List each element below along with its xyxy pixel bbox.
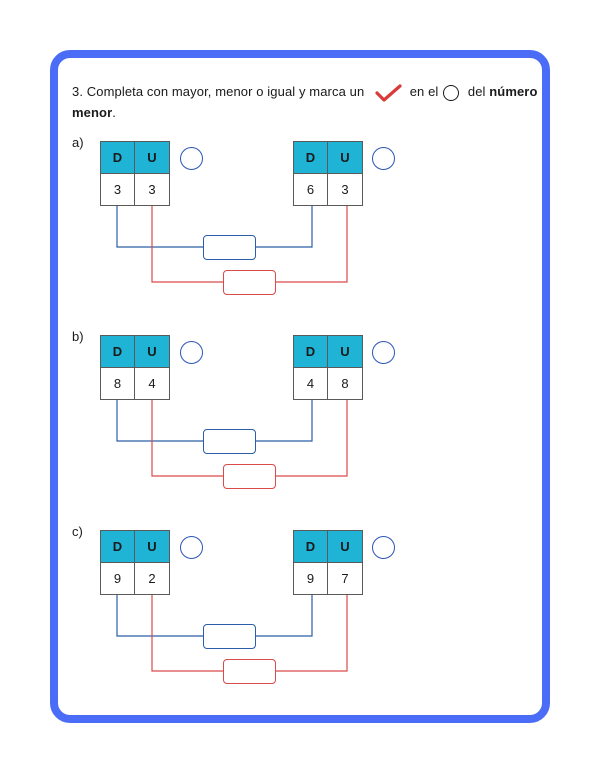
instruction-part-1: 3. Completa con mayor, menor o igual y m… <box>72 84 365 99</box>
instruction-end: . <box>112 104 116 120</box>
mark-circle-left[interactable] <box>180 147 203 170</box>
instruction-text: 3. Completa con mayor, menor o igual y m… <box>72 82 542 122</box>
units-digit: 2 <box>135 563 170 595</box>
units-digit: 3 <box>135 174 170 206</box>
exercise-label: c) <box>72 524 83 539</box>
tens-header: D <box>100 530 135 563</box>
tens-header: D <box>293 335 328 368</box>
mark-circle-right[interactable] <box>372 147 395 170</box>
tens-comparison-box[interactable] <box>203 235 256 260</box>
connector-lines <box>116 205 348 283</box>
units-header: U <box>135 141 170 174</box>
tens-comparison-box[interactable] <box>203 624 256 649</box>
instruction-part-3: del <box>467 84 486 99</box>
circle-icon <box>443 84 460 101</box>
tens-digit: 9 <box>100 563 135 595</box>
mark-circle-right[interactable] <box>372 341 395 364</box>
units-digit: 8 <box>328 368 363 400</box>
units-header: U <box>328 141 363 174</box>
units-comparison-box[interactable] <box>223 270 276 295</box>
units-digit: 3 <box>328 174 363 206</box>
exercise-label: a) <box>72 135 84 150</box>
tens-digit: 4 <box>293 368 328 400</box>
tens-header: D <box>293 141 328 174</box>
instruction-part-2: en el <box>409 84 439 99</box>
connector-lines <box>116 399 348 477</box>
tens-comparison-box[interactable] <box>203 429 256 454</box>
connector-lines <box>116 594 348 672</box>
instruction-bold: número menor <box>72 84 538 120</box>
mark-circle-left[interactable] <box>180 341 203 364</box>
tens-header: D <box>293 530 328 563</box>
units-comparison-box[interactable] <box>223 659 276 684</box>
tens-header: D <box>100 335 135 368</box>
exercise-label: b) <box>72 329 84 344</box>
tens-digit: 8 <box>100 368 135 400</box>
units-digit: 7 <box>328 563 363 595</box>
mark-circle-left[interactable] <box>180 536 203 559</box>
checkmark-icon <box>375 83 402 102</box>
units-header: U <box>328 530 363 563</box>
mark-circle-right[interactable] <box>372 536 395 559</box>
units-comparison-box[interactable] <box>223 464 276 489</box>
units-header: U <box>135 530 170 563</box>
tens-digit: 6 <box>293 174 328 206</box>
units-header: U <box>135 335 170 368</box>
tens-header: D <box>100 141 135 174</box>
units-digit: 4 <box>135 368 170 400</box>
tens-digit: 3 <box>100 174 135 206</box>
tens-digit: 9 <box>293 563 328 595</box>
units-header: U <box>328 335 363 368</box>
